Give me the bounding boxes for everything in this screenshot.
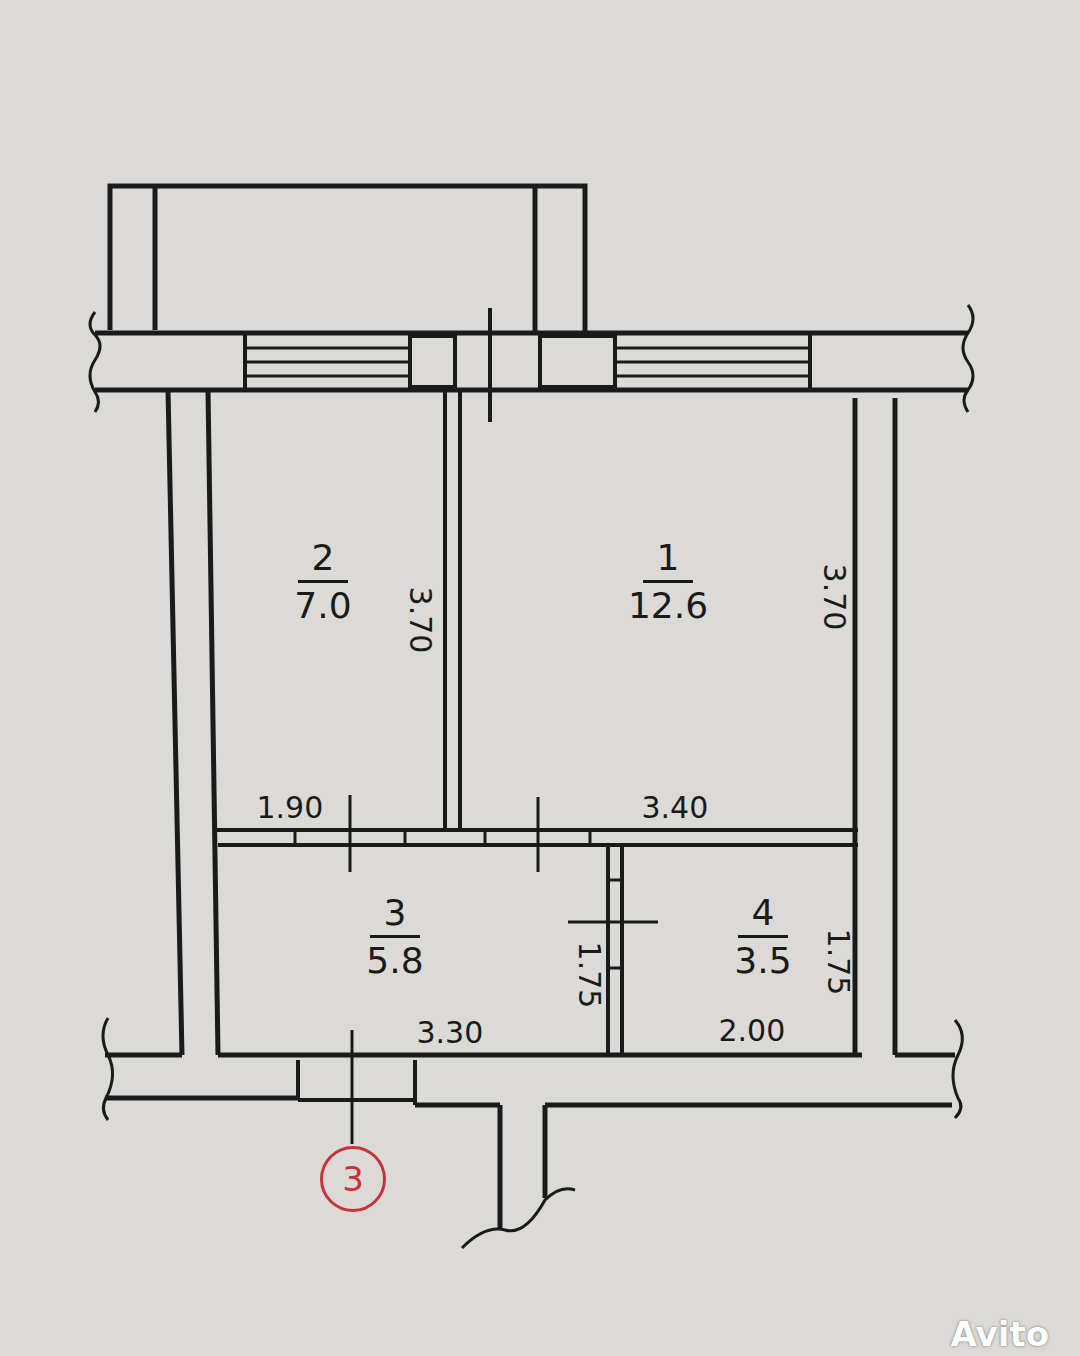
- exterior-wall: [95, 388, 968, 393]
- room-area: 7.0: [294, 583, 351, 626]
- dimension: 1.75: [823, 929, 853, 996]
- walls: [90, 186, 973, 1248]
- window: [245, 348, 410, 376]
- exterior-wall: [208, 390, 218, 1055]
- watermark: Avito: [951, 1317, 1050, 1351]
- break-mark: [953, 1020, 962, 1118]
- dimension: 3.70: [819, 564, 849, 631]
- room-number: 1: [643, 538, 694, 583]
- leader-line: [351, 1030, 354, 1144]
- partition: [213, 830, 858, 845]
- break-mark: [963, 305, 973, 412]
- dimension: 3.70: [405, 587, 435, 654]
- exterior-wall: [105, 1053, 955, 1058]
- door-jamb: [295, 830, 590, 845]
- wall-pier: [410, 336, 455, 387]
- room-number: 2: [298, 538, 349, 583]
- dimension: 1.75: [574, 942, 604, 1009]
- room: 112.6: [460, 392, 855, 830]
- balcony-outline: [110, 186, 585, 332]
- entry-door: [298, 1060, 415, 1105]
- room-label: 43.5: [734, 893, 791, 981]
- room-area: 5.8: [366, 938, 423, 981]
- room: 35.8: [218, 845, 608, 1055]
- partition: [445, 390, 460, 830]
- break-mark: [103, 1018, 113, 1120]
- exterior-wall: [95, 331, 968, 336]
- dimension: 1.90: [257, 793, 324, 823]
- dimension: 2.00: [719, 1016, 786, 1046]
- room-area: 12.6: [628, 583, 708, 626]
- balcony-post: [153, 188, 158, 330]
- door-jamb: [608, 880, 622, 968]
- room-number: 3: [370, 893, 421, 938]
- room-area: 3.5: [734, 938, 791, 981]
- door-mark: [568, 921, 658, 924]
- dimension: 3.30: [417, 1018, 484, 1048]
- opening-jamb: [245, 333, 810, 390]
- window: [615, 348, 810, 376]
- callout-number: 3: [342, 1162, 364, 1196]
- dimension: 3.40: [642, 793, 709, 823]
- room-label: 27.0: [294, 538, 351, 626]
- callout-circle: 3: [320, 1146, 386, 1212]
- exterior-wall: [168, 390, 182, 1055]
- balcony-post: [533, 188, 538, 332]
- exterior-wall: [105, 1098, 952, 1105]
- room-number: 4: [738, 893, 789, 938]
- door-mark: [488, 308, 492, 422]
- break-mark: [462, 1189, 575, 1248]
- room-label: 35.8: [366, 893, 423, 981]
- door-mark: [350, 795, 538, 872]
- break-mark: [90, 312, 100, 412]
- room-label: 112.6: [628, 538, 708, 626]
- exterior-wall: [893, 398, 898, 1055]
- wall-pier: [540, 336, 615, 387]
- partition: [608, 845, 622, 1057]
